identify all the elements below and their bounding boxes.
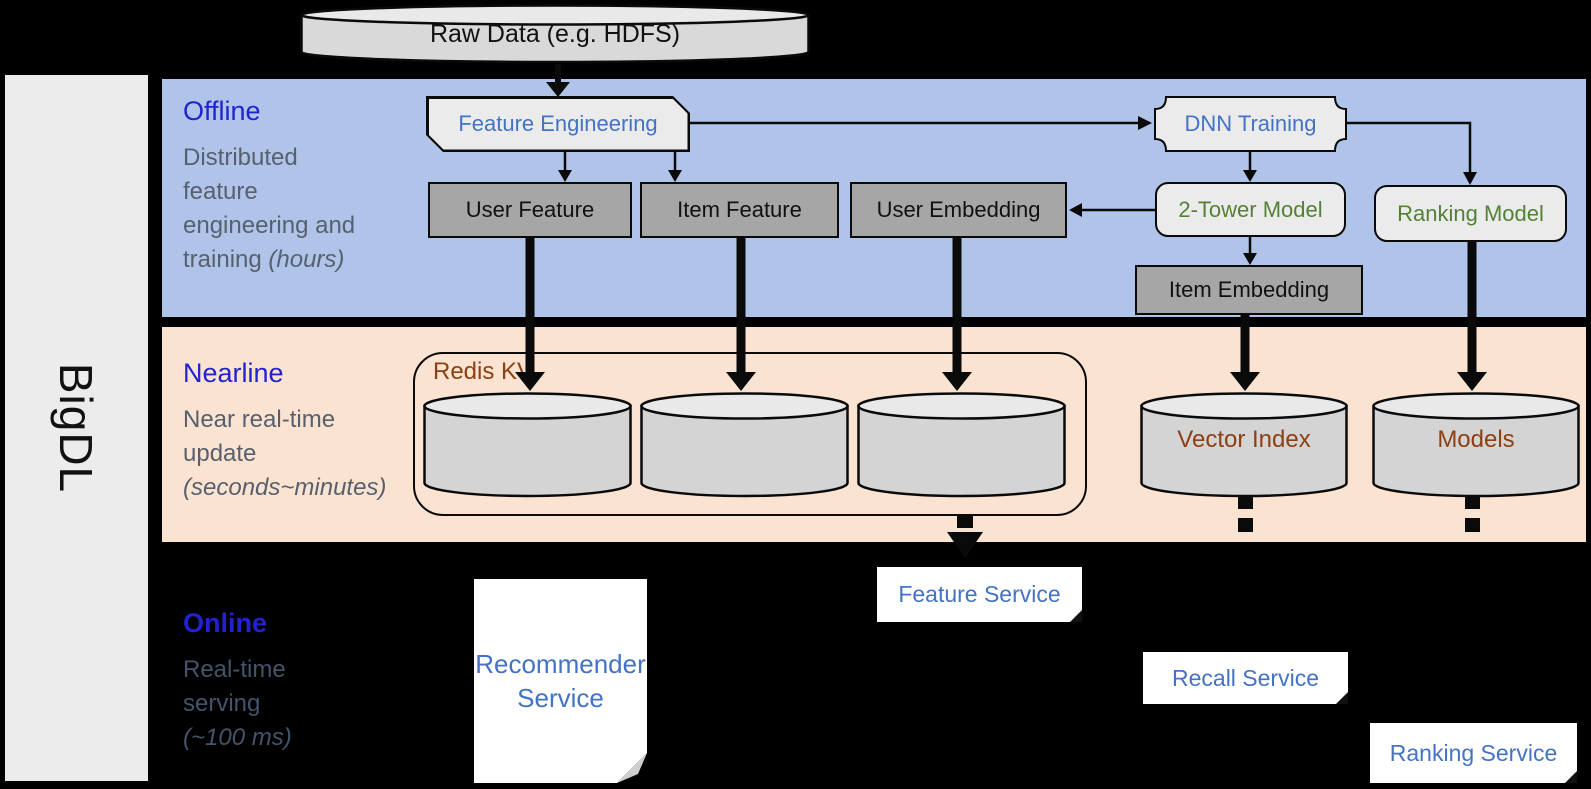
- online-description: Real-time serving (~100 ms): [183, 656, 292, 751]
- user-embedding-node: User Embedding: [850, 182, 1067, 238]
- redis-shard-cylinder-3: [857, 392, 1066, 503]
- nearline-description: Near real-time update (seconds~minutes): [183, 406, 387, 501]
- user-feature-node: User Feature: [428, 182, 632, 238]
- redis-shard-cylinder-2: [640, 392, 849, 503]
- feature-service-node: Feature Service: [877, 567, 1082, 622]
- vector-index-label: Vector Index: [1177, 426, 1311, 453]
- recall-service-node: Recall Service: [1143, 652, 1348, 704]
- bigdl-label: BigDL: [50, 362, 103, 494]
- online-label-block: Online Real-time serving (~100 ms): [183, 608, 292, 755]
- models-cylinder: Models: [1372, 392, 1580, 503]
- dnn-training-node: DNN Training: [1154, 96, 1347, 152]
- nearline-label-block: Nearline Near real-time update (seconds~…: [183, 358, 386, 505]
- models-label: Models: [1437, 426, 1515, 453]
- recommender-service-node: Recommender Service: [474, 579, 647, 783]
- ranking-service-node: Ranking Service: [1370, 723, 1577, 783]
- item-embedding-node: Item Embedding: [1135, 265, 1363, 315]
- dnn-training-label: DNN Training: [1184, 111, 1317, 136]
- offline-title: Offline: [183, 96, 261, 126]
- nearline-title: Nearline: [183, 358, 284, 388]
- bigdl-sidebar: BigDL: [5, 75, 148, 781]
- redis-kv-label: Redis KV: [433, 358, 534, 385]
- raw-data-label: Raw Data (e.g. HDFS): [429, 20, 681, 48]
- offline-label-block: Offline Distributed feature engineering …: [183, 96, 355, 277]
- feature-engineering-label: Feature Engineering: [429, 99, 688, 150]
- vector-index-cylinder: Vector Index: [1140, 392, 1348, 503]
- offline-description: Distributed feature engineering and trai…: [183, 144, 356, 273]
- two-tower-model-node: 2-Tower Model: [1155, 182, 1346, 237]
- online-title: Online: [183, 608, 268, 638]
- redis-kv-container: [413, 352, 1087, 516]
- ranking-model-node: Ranking Model: [1374, 185, 1567, 242]
- item-feature-node: Item Feature: [640, 182, 839, 238]
- redis-shard-cylinder-1: [423, 392, 632, 503]
- feature-engineering-node: Feature Engineering: [426, 96, 690, 152]
- raw-data-cylinder: Raw Data (e.g. HDFS): [300, 4, 810, 69]
